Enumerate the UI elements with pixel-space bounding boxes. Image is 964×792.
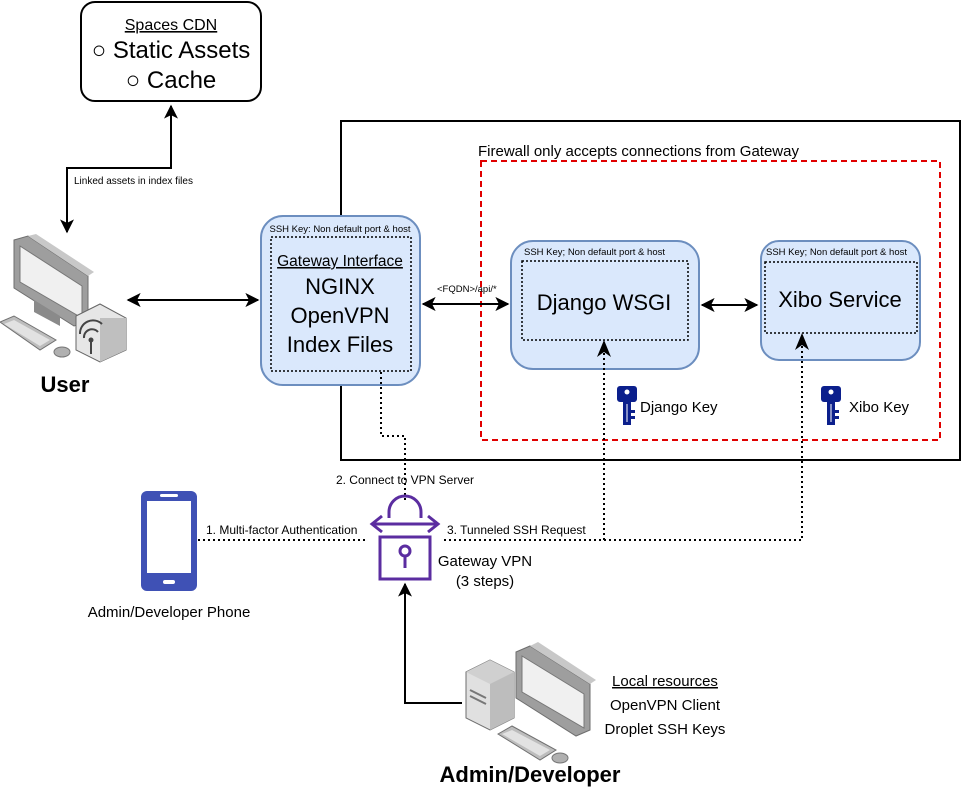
phone-icon bbox=[141, 491, 197, 591]
xibo-ssh-note: SSH Key; Non default port & host bbox=[766, 247, 907, 258]
django-ssh-note: SSH Key; Non default port & host bbox=[524, 247, 665, 258]
xibo-title: Xibo Service bbox=[778, 287, 902, 312]
gateway-line-index-files: Index Files bbox=[287, 332, 393, 357]
admin-vpn-connector bbox=[398, 582, 462, 704]
admin-label: Admin/Developer bbox=[440, 762, 621, 787]
local-item-droplet-ssh-keys: Droplet SSH Keys bbox=[605, 721, 726, 738]
gateway-django-connector: <FQDN>/api/* bbox=[421, 284, 510, 311]
django-title: Django WSGI bbox=[537, 290, 672, 315]
firewall-label: Firewall only accepts connections from G… bbox=[478, 143, 799, 160]
xibo-key-label: Xibo Key bbox=[849, 399, 910, 416]
xibo-tunnel-arrowhead bbox=[795, 333, 809, 350]
django-key-icon bbox=[617, 386, 637, 425]
vpn-sublabel: (3 steps) bbox=[456, 573, 514, 590]
api-label: <FQDN>/api/* bbox=[437, 284, 497, 295]
xibo-service-node: SSH Key; Non default port & host Xibo Se… bbox=[760, 240, 921, 361]
gateway-title: Gateway Interface bbox=[277, 253, 403, 270]
gateway-interface-node: SSH Key: Non default port & host Gateway… bbox=[260, 215, 421, 386]
step-mfa-label: 1. Multi-factor Authentication bbox=[206, 523, 357, 537]
cdn-item-static-assets: ○ Static Assets bbox=[92, 37, 251, 64]
step-connect-label: 2. Connect to VPN Server bbox=[336, 473, 474, 487]
gateway-line-nginx: NGINX bbox=[305, 274, 375, 299]
django-tunnel-arrowhead bbox=[597, 340, 611, 357]
vpn-lock-icon bbox=[369, 494, 441, 581]
local-title: Local resources bbox=[612, 673, 718, 690]
phone-label: Admin/Developer Phone bbox=[88, 604, 251, 621]
cdn-item-cache: ○ Cache bbox=[126, 67, 217, 94]
user-label: User bbox=[41, 372, 90, 397]
tunnel-flow bbox=[444, 340, 803, 541]
gateway-line-openvpn: OpenVPN bbox=[290, 303, 389, 328]
vpn-label: Gateway VPN bbox=[438, 553, 532, 570]
cdn-box: Spaces CDN ○ Static Assets ○ Cache bbox=[80, 1, 262, 102]
django-key-label: Django Key bbox=[640, 399, 718, 416]
cdn-title: Spaces CDN bbox=[125, 17, 217, 34]
local-item-openvpn-client: OpenVPN Client bbox=[610, 697, 721, 714]
firewall-zone: Firewall only accepts connections from G… bbox=[478, 143, 941, 441]
cdn-link-label: Linked assets in index files bbox=[74, 176, 193, 187]
step-tunnel-label: 3. Tunneled SSH Request bbox=[447, 523, 586, 537]
gateway-ssh-note: SSH Key: Non default port & host bbox=[270, 224, 411, 235]
admin-computer-icon bbox=[465, 642, 596, 764]
cdn-user-connector: Linked assets in index files bbox=[60, 104, 193, 234]
vpn-flows bbox=[198, 340, 803, 541]
local-resources: Local resources OpenVPN Client Droplet S… bbox=[605, 673, 726, 738]
user-computer-icon bbox=[0, 234, 127, 363]
connect-vpn-flow bbox=[380, 372, 406, 500]
xibo-key-icon bbox=[821, 386, 841, 425]
